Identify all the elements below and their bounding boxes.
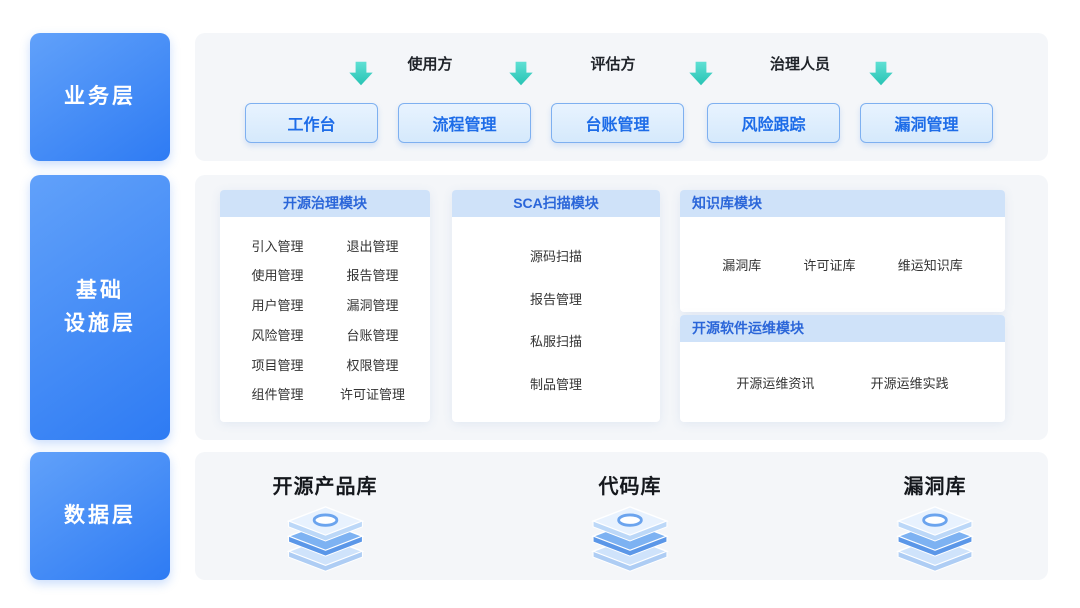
- module-item: 权限管理: [346, 357, 399, 373]
- module-item: 用户管理: [251, 298, 304, 314]
- database-label: 开源产品库: [272, 476, 378, 498]
- database-icon: [591, 506, 669, 572]
- module-item: 私服扫描: [529, 334, 582, 350]
- down-arrow-icon: [688, 60, 715, 87]
- layer-label-business: 业务层: [30, 33, 170, 161]
- sca-items: 源码扫描 报告管理 私服扫描 制品管理: [452, 217, 660, 422]
- module-title-governance: 开源治理模块: [220, 190, 430, 217]
- down-arrow-icon: [508, 60, 535, 87]
- layer-label-data: 数据层: [30, 452, 170, 580]
- module-item: 维运知识库: [897, 258, 963, 273]
- button-ledger-management[interactable]: 台账管理: [551, 103, 684, 143]
- layer-label-infrastructure: 基础 设施层: [30, 175, 170, 440]
- module-item: 组件管理: [251, 387, 304, 403]
- module-item: 源码扫描: [529, 249, 582, 265]
- down-arrow-icon: [348, 60, 375, 87]
- ops-items: 开源运维资讯 开源运维实践: [680, 342, 1005, 422]
- module-item: 报告管理: [346, 268, 399, 284]
- database-label: 代码库: [598, 476, 662, 498]
- knowledge-items: 漏洞库 许可证库 维运知识库: [680, 217, 1005, 312]
- module-item: 报告管理: [529, 291, 582, 307]
- button-vulnerability-management[interactable]: 漏洞管理: [860, 103, 993, 143]
- module-item: 许可证库: [803, 258, 856, 273]
- infrastructure-layer-panel: 开源治理模块 引入管理 退出管理 使用管理 报告管理 用户管理 漏洞管理 风险管…: [195, 175, 1048, 440]
- module-item: 许可证管理: [339, 387, 405, 403]
- module-item: 台账管理: [346, 327, 399, 343]
- role-label-evaluator: 评估方: [590, 56, 636, 73]
- business-layer-panel: 使用方 评估方 治理人员 工作台 流程管理 台账管理 风险跟踪 漏洞管理: [195, 33, 1048, 161]
- role-label-governance-staff: 治理人员: [769, 56, 831, 73]
- module-item: 制品管理: [529, 376, 582, 392]
- button-process-management[interactable]: 流程管理: [398, 103, 531, 143]
- layer-label-infrastructure-line2: 设施层: [64, 311, 136, 335]
- module-item: 漏洞管理: [346, 298, 399, 314]
- down-arrow-icon: [868, 60, 895, 87]
- module-item: 开源运维资讯: [736, 375, 815, 391]
- module-item: 开源运维实践: [870, 375, 949, 391]
- module-item: 漏洞库: [722, 258, 762, 273]
- module-title-ops: 开源软件运维模块: [680, 315, 1005, 342]
- database-vulnerabilities: 漏洞库: [892, 470, 978, 575]
- module-item: 使用管理: [251, 268, 304, 284]
- module-item: 引入管理: [251, 238, 304, 254]
- module-title-sca: SCA扫描模块: [452, 190, 660, 217]
- database-icon: [286, 506, 364, 572]
- database-icon: [896, 506, 974, 572]
- module-knowledge-base: 知识库模块 漏洞库 许可证库 维运知识库: [680, 190, 1005, 312]
- database-code: 代码库: [587, 470, 673, 575]
- layer-label-data-text: 数据层: [64, 503, 136, 527]
- module-title-knowledge: 知识库模块: [680, 190, 1005, 217]
- layer-label-infrastructure-line1: 基础: [76, 278, 124, 302]
- module-item: 风险管理: [251, 327, 304, 343]
- database-open-source-products: 开源产品库: [273, 470, 378, 575]
- governance-items: 引入管理 退出管理 使用管理 报告管理 用户管理 漏洞管理 风险管理 台账管理 …: [220, 217, 430, 422]
- module-sca-scan: SCA扫描模块 源码扫描 报告管理 私服扫描 制品管理: [452, 190, 660, 422]
- button-risk-tracking[interactable]: 风险跟踪: [707, 103, 840, 143]
- data-layer-panel: 开源产品库 代码库 漏洞: [195, 452, 1048, 580]
- module-item: 项目管理: [251, 357, 304, 373]
- button-workbench[interactable]: 工作台: [245, 103, 378, 143]
- layer-label-business-text: 业务层: [64, 84, 136, 108]
- module-item: 退出管理: [346, 238, 399, 254]
- module-open-source-ops: 开源软件运维模块 开源运维资讯 开源运维实践: [680, 315, 1005, 422]
- module-open-source-governance: 开源治理模块 引入管理 退出管理 使用管理 报告管理 用户管理 漏洞管理 风险管…: [220, 190, 430, 422]
- role-label-user: 使用方: [407, 56, 453, 73]
- database-label: 漏洞库: [903, 476, 967, 498]
